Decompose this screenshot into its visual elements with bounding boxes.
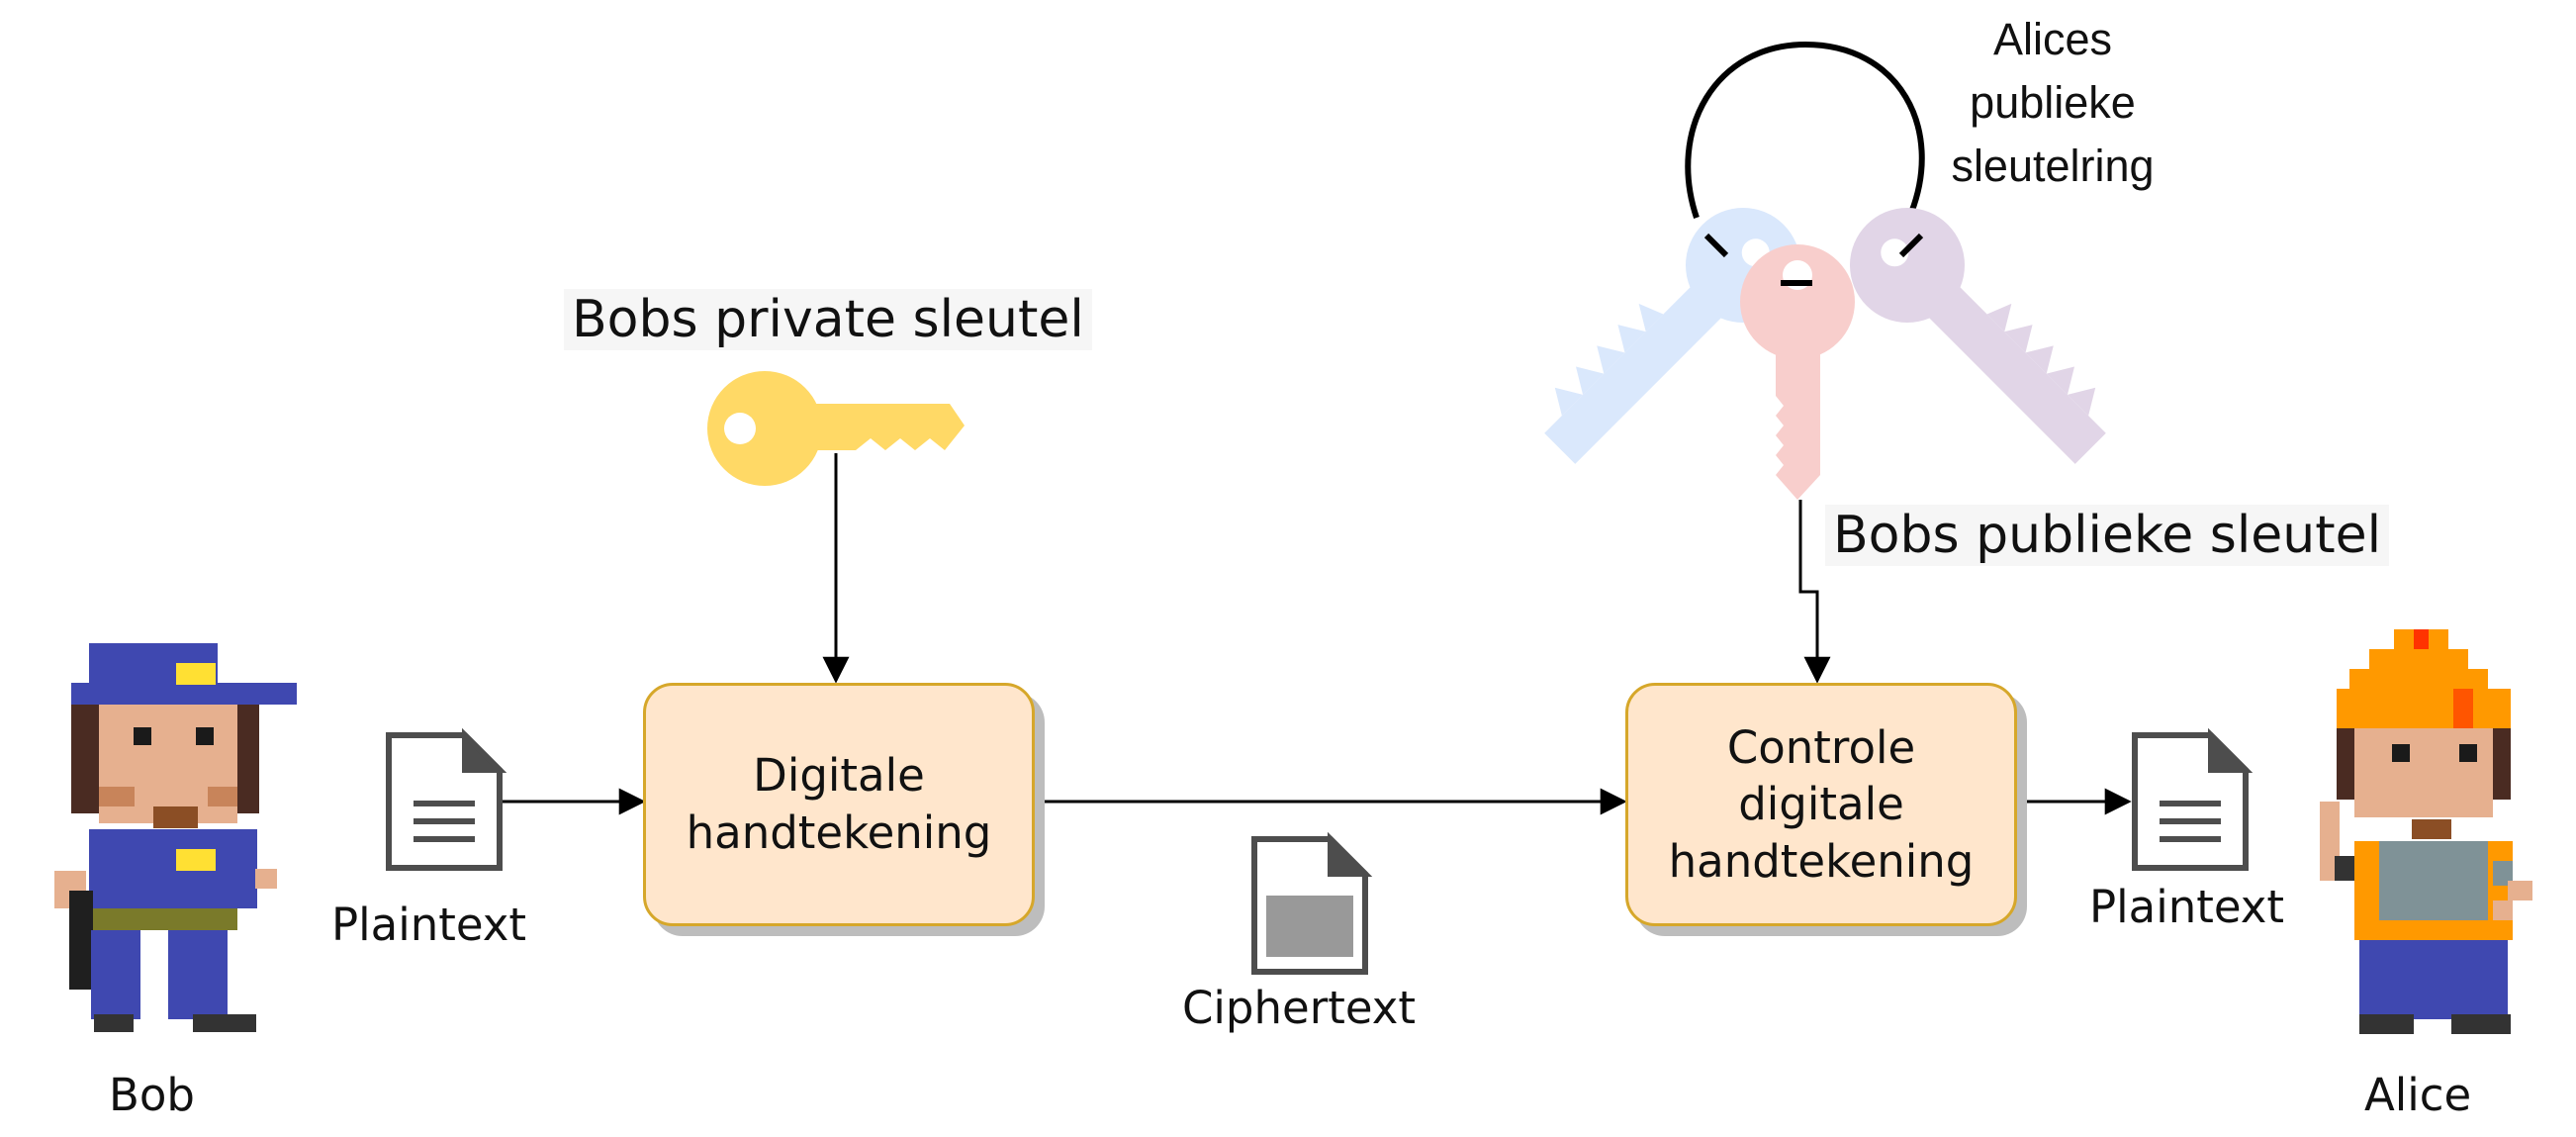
verify-box-label: Controle digitale handtekening bbox=[1668, 720, 1975, 888]
verify-box: Controle digitale handtekening bbox=[1625, 683, 2017, 926]
private-key-label: Bobs private sleutel bbox=[564, 289, 1092, 351]
sign-box: Digitale handtekening bbox=[643, 683, 1035, 926]
keyring-icon bbox=[1544, 41, 2106, 500]
plaintext-label-right: Plaintext bbox=[2089, 881, 2285, 933]
plaintext-label-left: Plaintext bbox=[331, 899, 527, 951]
keyring-label: Alices publieke sleutelring bbox=[1951, 14, 2155, 191]
public-key-label: Bobs publieke sleutel bbox=[1825, 505, 2390, 567]
alice-avatar bbox=[2320, 629, 2532, 1034]
plaintext-document-icon-left bbox=[386, 727, 507, 871]
bob-avatar bbox=[54, 643, 297, 1032]
ciphertext-label: Ciphertext bbox=[1182, 982, 1417, 1034]
alice-label: Alice bbox=[2364, 1069, 2472, 1121]
sign-box-label: Digitale handtekening bbox=[686, 749, 992, 859]
ciphertext-document-icon bbox=[1251, 831, 1373, 975]
plaintext-document-icon-right bbox=[2132, 727, 2254, 871]
private-key-icon bbox=[707, 371, 965, 486]
connectors bbox=[503, 453, 2132, 815]
bob-label: Bob bbox=[109, 1069, 195, 1121]
